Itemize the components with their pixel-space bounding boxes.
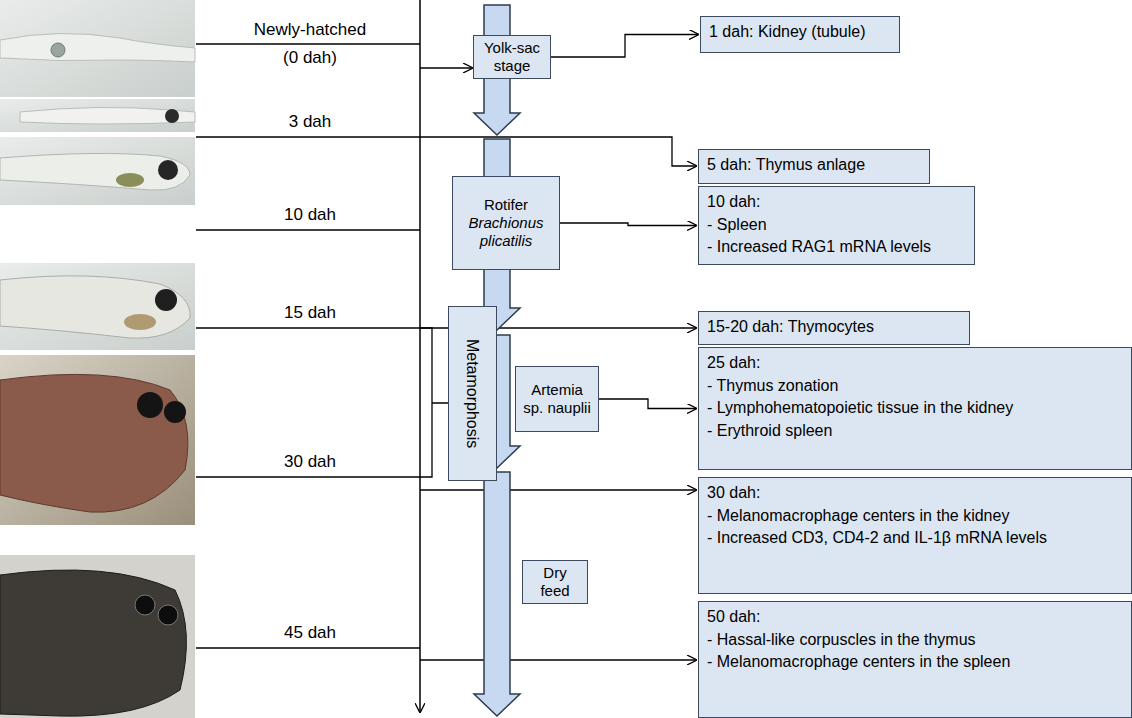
box-text: - Increased RAG1 mRNA levels xyxy=(707,236,966,259)
time-label: 45 dah xyxy=(240,623,380,643)
event-box: 10 dah:- Spleen- Increased RAG1 mRNA lev… xyxy=(698,186,975,265)
box-text: Dry feed xyxy=(527,564,583,600)
box-text: - Thymus zonation xyxy=(707,375,1123,398)
box-text: Rotifer xyxy=(484,196,528,214)
event-heading: 30 dah: xyxy=(707,482,1123,505)
event-heading: 25 dah: xyxy=(707,352,1123,375)
larva-photo xyxy=(0,555,195,718)
time-label: 15 dah xyxy=(240,303,380,323)
event-box: 25 dah:- Thymus zonation- Lymphohematopo… xyxy=(698,347,1132,470)
larva-photo xyxy=(0,137,195,205)
box-text: Brachionus plicatilis xyxy=(457,214,555,250)
stage-box: Yolk-sac stage xyxy=(473,35,551,79)
connector-arrow xyxy=(599,399,696,409)
event-box: 30 dah:- Melanomacrophage centers in the… xyxy=(698,477,1132,594)
connector-arrow xyxy=(560,223,696,226)
larva-photo xyxy=(0,99,195,132)
time-label: 3 dah xyxy=(240,112,380,132)
event-box: 50 dah:- Hassal-like corpuscles in the t… xyxy=(698,601,1132,718)
time-label: (0 dah) xyxy=(240,48,380,68)
box-text: 1 dah: Kidney (tubule) xyxy=(709,21,891,44)
time-axis xyxy=(419,0,421,712)
bracket xyxy=(420,328,448,477)
box-text: 5 dah: Thymus anlage xyxy=(707,154,921,177)
time-line xyxy=(196,44,420,648)
box-text: Artemia sp. nauplii xyxy=(520,381,594,417)
box-text: - Increased CD3, CD4-2 and IL-1β mRNA le… xyxy=(707,527,1123,550)
larva-photo xyxy=(0,0,195,97)
stage-box: Artemia sp. nauplii xyxy=(515,366,599,432)
event-heading: 10 dah: xyxy=(707,191,966,214)
event-box: 15-20 dah: Thymocytes xyxy=(698,311,970,345)
larva-photo xyxy=(0,355,195,525)
box-text: Yolk-sac stage xyxy=(478,39,546,75)
event-heading: 50 dah: xyxy=(707,606,1123,629)
time-label: 30 dah xyxy=(240,452,380,472)
leader-arrow xyxy=(420,68,696,660)
event-box: 5 dah: Thymus anlage xyxy=(698,149,930,184)
box-text: - Lymphohematopoietic tissue in the kidn… xyxy=(707,397,1123,420)
box-text: - Spleen xyxy=(707,214,966,237)
time-label: Newly-hatched xyxy=(240,20,380,40)
stage-box: Dry feed xyxy=(522,560,588,604)
box-text: - Hassal-like corpuscles in the thymus xyxy=(707,629,1123,652)
time-label: 10 dah xyxy=(240,205,380,225)
connector-arrow xyxy=(551,35,698,58)
box-text: - Erythroid spleen xyxy=(707,420,1123,443)
box-text: Metamorphosis xyxy=(463,339,482,448)
box-text: - Melanomacrophage centers in the spleen xyxy=(707,651,1123,674)
box-text: - Melanomacrophage centers in the kidney xyxy=(707,505,1123,528)
stage-box: RotiferBrachionus plicatilis xyxy=(452,176,560,270)
box-text: 15-20 dah: Thymocytes xyxy=(707,316,961,339)
event-box: 1 dah: Kidney (tubule) xyxy=(700,16,900,53)
larva-photo xyxy=(0,263,195,350)
phase-box: Metamorphosis xyxy=(448,306,497,481)
